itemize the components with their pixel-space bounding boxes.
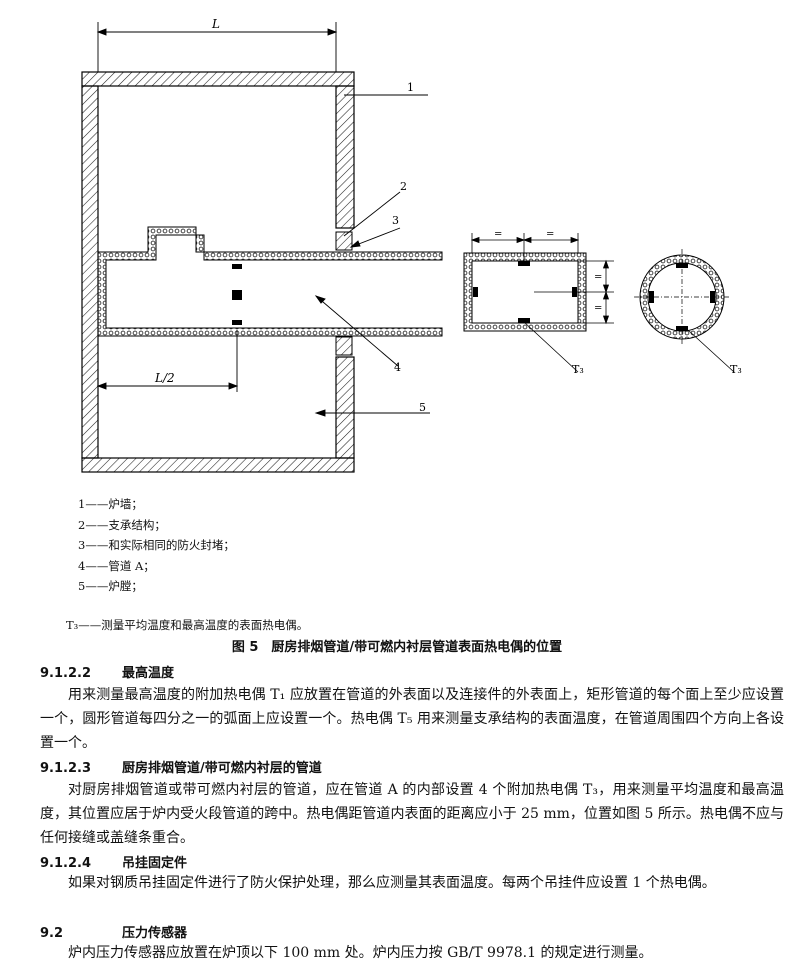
rectangular-section [463, 233, 614, 373]
dimension-L-label: L [211, 17, 220, 31]
figure-legend: 1——炉墙； 2——支承结构； 3——和实际相同的防火封堵； 4——管道 A； … [78, 494, 235, 597]
section-heading: 9.2 压力传感器 [40, 922, 187, 941]
legend-item: 4——管道 A； [78, 558, 155, 573]
section-heading: 9.1.2.3 厨房排烟管道/带可燃内衬层的管道 [40, 757, 322, 776]
t3-label-circle: T₃ [730, 363, 742, 376]
eq-mark-top-right: = [546, 229, 554, 240]
eq-mark-top-left: = [494, 229, 502, 240]
section-number: 9.2 [40, 926, 64, 941]
section-title: 压力传感器 [122, 926, 188, 941]
legend-item: 5——炉膛； [78, 579, 143, 593]
dimension-L-half [96, 330, 239, 392]
callout-5: 5 [419, 401, 426, 414]
legend-item: 1——炉墙； [78, 497, 143, 511]
callout-1: 1 [407, 81, 414, 94]
thermocouple-marks-duct [232, 264, 242, 325]
section-number: 9.1.2.3 [40, 761, 91, 776]
callout-leaders [314, 94, 430, 417]
paragraph: 用来测量最高温度的附加热电偶 T₁ 应放置在管道的外表面以及连接件的外表面上，矩… [40, 687, 784, 751]
paragraph: 如果对钢质吊挂固定件进行了防火保护处理，那么应测量其表面温度。每两个吊挂件应设置… [68, 875, 716, 891]
callout-3: 3 [392, 214, 399, 227]
section-heading: 9.1.2.2 最高温度 [40, 662, 174, 681]
section-title: 厨房排烟管道/带可燃内衬层的管道 [122, 761, 322, 776]
paragraph: 炉内压力传感器应放置在炉顶以下 100 mm 处。炉内压力按 GB/T 9978… [68, 945, 653, 961]
callout-4: 4 [394, 361, 401, 374]
section-title: 最高温度 [122, 666, 175, 681]
eq-mark-right-lower: = [594, 303, 602, 314]
t3-label-rect: T₃ [572, 363, 584, 376]
eq-mark-right-upper: = [594, 272, 602, 283]
duct-a [97, 226, 443, 337]
legend-item: 2——支承结构； [78, 517, 166, 532]
dimension-L-half-label: L/2 [154, 371, 175, 385]
t3-note: T₃——测量平均温度和最高温度的表面热电偶。 [66, 618, 309, 632]
section-number: 9.1.2.4 [40, 856, 91, 871]
dimension-L [96, 22, 338, 72]
section-heading: 9.1.2.4 吊挂固定件 [40, 852, 187, 871]
furnace-wall [81, 71, 355, 473]
fire-stop-seal [335, 231, 353, 356]
legend-item: 3——和实际相同的防火封堵； [78, 538, 235, 552]
circular-section [634, 249, 735, 373]
paragraph: 对厨房排烟管道或带可燃内衬层的管道，应在管道 A 的内部设置 4 个附加热电偶 … [40, 782, 784, 846]
section-title: 吊挂固定件 [122, 856, 188, 871]
callout-2: 2 [400, 180, 407, 193]
duct-thermocouple-figure: L L/2 1 2 3 4 5 [81, 17, 742, 473]
figure-caption: 图 5 厨房排烟管道/带可燃内衬层管道表面热电偶的位置 [231, 640, 563, 655]
section-number: 9.1.2.2 [40, 666, 91, 681]
